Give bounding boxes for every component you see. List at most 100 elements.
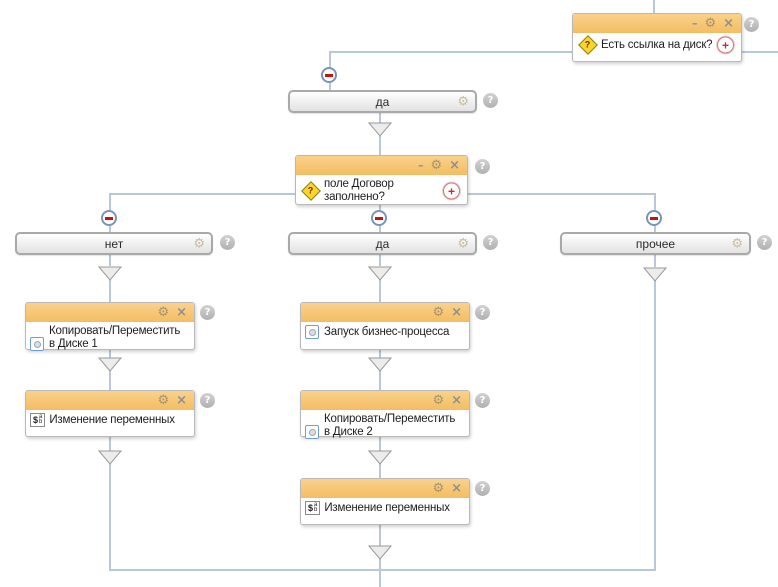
condition-block-disk-link[interactable]: – ⚙ × ? Есть ссылка на диск? + xyxy=(572,13,742,62)
connector-line xyxy=(109,193,111,210)
connector-line xyxy=(379,370,381,390)
connector-line xyxy=(653,0,655,13)
collapse-branch-button[interactable] xyxy=(321,67,337,83)
close-icon[interactable]: × xyxy=(449,158,460,173)
condition-icon: ? xyxy=(301,181,321,201)
condition-block-contract-filled[interactable]: – ⚙ × ? поле Договор заполнено? + xyxy=(295,155,468,205)
close-icon[interactable]: × xyxy=(451,305,462,320)
settings-icon[interactable]: ⚙ xyxy=(157,393,170,408)
connector-line xyxy=(468,193,655,195)
settings-icon[interactable]: ⚙ xyxy=(704,16,717,31)
settings-icon[interactable]: ⚙ xyxy=(430,158,443,173)
block-header: ⚙ × xyxy=(26,391,194,410)
close-icon[interactable]: × xyxy=(723,16,734,31)
collapse-branch-button[interactable] xyxy=(101,210,117,226)
add-branch-icon[interactable]: + xyxy=(717,36,734,54)
collapse-branch-button[interactable] xyxy=(646,210,662,226)
arrow-down-icon xyxy=(98,357,122,372)
block-header: ⚙ × xyxy=(301,479,469,498)
minimize-icon[interactable]: – xyxy=(417,159,424,172)
connector-line xyxy=(379,350,381,358)
connector-line xyxy=(109,226,111,232)
branch-label: прочее xyxy=(635,236,676,251)
settings-icon[interactable]: ⚙ xyxy=(432,481,445,496)
help-icon[interactable]: ? xyxy=(200,393,215,408)
condition-icon: ? xyxy=(578,35,598,55)
settings-icon[interactable]: ⚙ xyxy=(432,393,445,408)
arrow-down-icon xyxy=(368,450,392,465)
condition-title: поле Договор заполнено? xyxy=(324,178,394,203)
connector-line xyxy=(379,463,381,478)
help-icon[interactable]: ? xyxy=(200,305,215,320)
block-header: ⚙ × xyxy=(301,391,469,410)
add-branch-icon[interactable]: + xyxy=(443,182,460,200)
branch-pill-yes-2[interactable]: да ⚙ xyxy=(288,232,477,255)
branch-pill-else[interactable]: прочее ⚙ xyxy=(560,232,751,255)
connector-line xyxy=(109,437,111,451)
block-header: ⚙ × xyxy=(26,303,194,322)
connector-line xyxy=(654,226,656,232)
branch-label: да xyxy=(375,94,390,109)
help-icon[interactable]: ? xyxy=(220,235,235,250)
close-icon[interactable]: × xyxy=(176,393,187,408)
help-icon[interactable]: ? xyxy=(475,159,490,174)
activity-title: Копировать/Переместить в Диске 2 xyxy=(324,413,456,438)
connector-line xyxy=(654,280,656,571)
connector-line xyxy=(379,113,381,123)
collapse-branch-button[interactable] xyxy=(371,210,387,226)
activity-block-start-process[interactable]: ⚙ × Запуск бизнес-процесса xyxy=(300,302,470,350)
arrow-down-icon xyxy=(368,545,392,560)
help-icon[interactable]: ? xyxy=(475,305,490,320)
connector-line xyxy=(379,279,381,302)
connector-line xyxy=(379,525,381,546)
connector-line xyxy=(330,51,572,53)
arrow-down-icon xyxy=(368,122,392,137)
help-icon[interactable]: ? xyxy=(483,235,498,250)
help-icon[interactable]: ? xyxy=(744,17,759,32)
connector-line xyxy=(742,51,778,53)
arrow-down-icon xyxy=(98,450,122,465)
activity-title: Запуск бизнес-процесса xyxy=(324,325,450,338)
connector-line xyxy=(329,51,331,67)
connector-line xyxy=(109,279,111,302)
activity-title: Изменение переменных xyxy=(49,413,175,426)
activity-title: Копировать/Переместить в Диске 1 xyxy=(49,325,181,350)
branch-pill-no[interactable]: нет ⚙ xyxy=(15,232,213,255)
help-icon[interactable]: ? xyxy=(475,393,490,408)
connector-line xyxy=(654,193,656,210)
connector-line xyxy=(379,255,381,266)
connector-line xyxy=(109,569,656,571)
branch-pill-yes-1[interactable]: да ⚙ xyxy=(288,90,477,113)
minimize-icon[interactable]: – xyxy=(691,17,698,30)
settings-icon[interactable]: ⚙ xyxy=(457,94,469,109)
settings-icon[interactable]: ⚙ xyxy=(731,236,743,251)
activity-block-copy-disk-1[interactable]: ⚙ × Копировать/Переместить в Диске 1 xyxy=(25,302,195,351)
help-icon[interactable]: ? xyxy=(475,481,490,496)
help-icon[interactable]: ? xyxy=(483,93,498,108)
condition-title: Есть ссылка на диск? xyxy=(601,38,713,51)
arrow-down-icon xyxy=(368,266,392,281)
arrow-down-icon xyxy=(368,357,392,372)
activity-block-copy-disk-2[interactable]: ⚙ × Копировать/Переместить в Диске 2 xyxy=(300,390,470,439)
branch-label: нет xyxy=(104,236,124,251)
settings-icon[interactable]: ⚙ xyxy=(157,305,170,320)
connector-line xyxy=(329,83,331,90)
connector-line xyxy=(109,255,111,266)
close-icon[interactable]: × xyxy=(176,305,187,320)
close-icon[interactable]: × xyxy=(451,481,462,496)
settings-icon[interactable]: ⚙ xyxy=(457,236,469,251)
connector-line xyxy=(654,255,656,267)
settings-icon[interactable]: ⚙ xyxy=(432,305,445,320)
block-header: – ⚙ × xyxy=(573,14,741,33)
start-process-icon xyxy=(305,325,319,339)
help-icon[interactable]: ? xyxy=(757,235,772,250)
copy-move-icon xyxy=(305,425,319,439)
close-icon[interactable]: × xyxy=(451,393,462,408)
settings-icon[interactable]: ⚙ xyxy=(193,236,205,251)
block-header: ⚙ × xyxy=(301,303,469,322)
